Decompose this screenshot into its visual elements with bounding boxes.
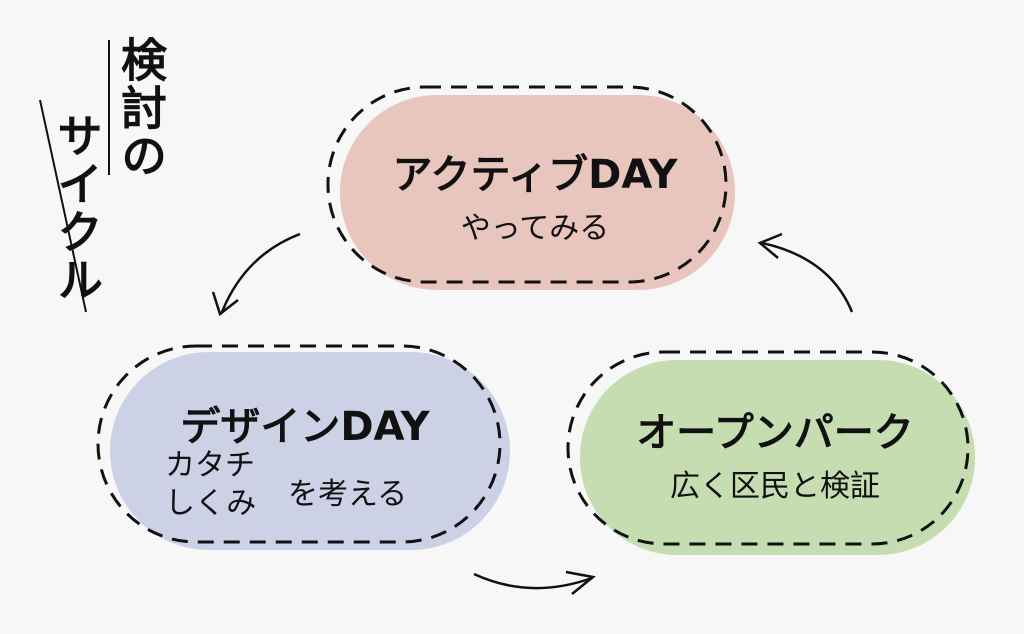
node-design-subtitle-line-1: カタチ (165, 448, 255, 483)
node-design-subtitle-line-2: しくみ (165, 485, 257, 521)
arrow-open-to-active (761, 241, 854, 313)
node-open-fill (580, 360, 975, 555)
node-active-subtitle: やってみる (460, 211, 610, 246)
node-open-border (566, 350, 970, 546)
arrowhead-active-to-design (211, 291, 239, 317)
node-active-fill (340, 95, 735, 290)
title-line-1: 検討の (114, 36, 168, 180)
arrow-active-to-design (220, 232, 301, 313)
arrowhead-open-to-active (757, 232, 783, 259)
title-line-2: サイクル (50, 112, 104, 304)
node-design-border (96, 344, 502, 544)
node-active-title: アクティブDAY (392, 152, 678, 198)
node-design-fill (110, 352, 510, 550)
node-design-subtitle-lines: カタチ しくみ (165, 447, 256, 522)
node-open-title: オープンパーク (636, 410, 914, 456)
node-active-border (326, 85, 728, 284)
arrow-design-to-open (473, 572, 593, 590)
node-design-subtitle-suffix: を考える (288, 477, 408, 512)
node-design-title: デザインDAY (180, 404, 430, 450)
arrowhead-design-to-open (565, 570, 596, 595)
title-rule-2 (39, 99, 87, 313)
node-open-subtitle: 広く区民と検証 (670, 469, 880, 504)
